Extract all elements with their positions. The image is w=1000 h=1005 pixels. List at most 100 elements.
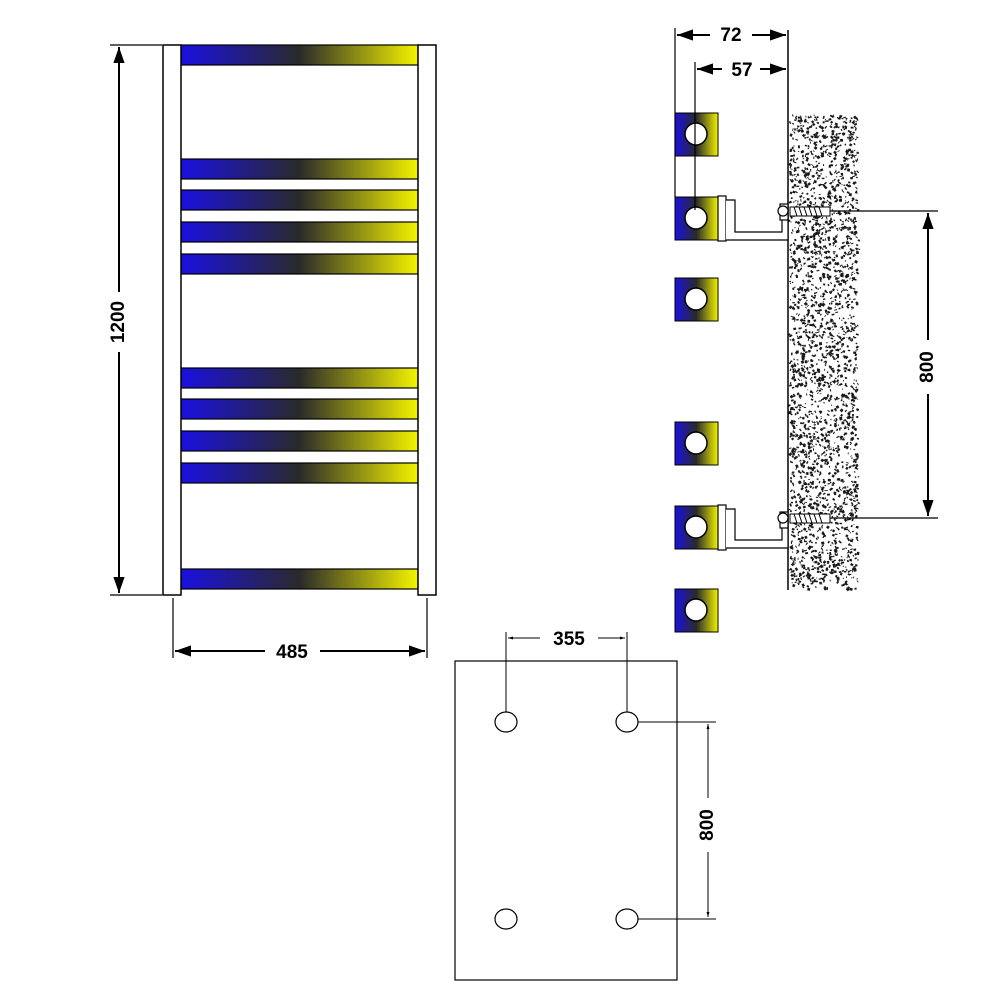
- wall-speckle-dot: [809, 495, 812, 498]
- wall-speckle-dot: [810, 398, 814, 401]
- wall-speckle-dot: [798, 227, 799, 230]
- wall-speckle-dot: [816, 485, 819, 488]
- wall-speckle-dot: [834, 147, 838, 151]
- wall-speckle-dot: [791, 577, 794, 580]
- wall-speckle-dot: [803, 296, 807, 300]
- wall-speckle-dot: [850, 385, 854, 389]
- wall-speckle-dot: [804, 552, 809, 555]
- wall-speckle-dot: [813, 421, 816, 424]
- wall-speckle-dot: [847, 268, 850, 270]
- wall-speckle-dot: [829, 389, 832, 392]
- wall-speckle-dot: [814, 252, 817, 256]
- wall-speckle-dot: [793, 327, 797, 331]
- wall-speckle-dot: [838, 486, 841, 490]
- wall-speckle-dot: [855, 236, 859, 239]
- wall-speckle-dot: [813, 323, 815, 326]
- wall-speckle-dot: [801, 583, 805, 587]
- wall-speckle-dot: [831, 258, 834, 261]
- wall-speckle-dot: [818, 528, 822, 531]
- wall-speckle-dot: [833, 471, 837, 475]
- wall-speckle-dot: [832, 114, 835, 118]
- wall-speckle-dot: [818, 557, 822, 560]
- wall-speckle-dot: [821, 292, 826, 296]
- wall-speckle-dot: [839, 417, 842, 421]
- wall-speckle-dot: [827, 306, 832, 311]
- wall-speckle-dot: [817, 250, 820, 253]
- wall-speckle-dot: [850, 177, 853, 180]
- wall-speckle-dot: [796, 203, 799, 205]
- wall-speckle-dot: [841, 465, 844, 469]
- wall-speckle-dot: [843, 225, 847, 230]
- wall-speckle-dot: [814, 309, 818, 313]
- wall-speckle-dot: [825, 449, 828, 452]
- wall-speckle-dot: [790, 364, 795, 369]
- wall-speckle-dot: [831, 345, 834, 348]
- wall-speckle-dot: [789, 503, 792, 507]
- wall-speckle-dot: [845, 404, 849, 408]
- wall-speckle-dot: [840, 326, 844, 329]
- wall-speckle-dot: [847, 359, 851, 363]
- wall-speckle-dot: [847, 529, 850, 531]
- wall-speckle-dot: [794, 581, 797, 584]
- wall-speckle-dot: [805, 495, 808, 498]
- wall-speckle-dot: [826, 560, 830, 563]
- wall-speckle-dot: [854, 138, 858, 141]
- wall-speckle-dot: [855, 379, 857, 382]
- wall-speckle-dot: [842, 289, 846, 292]
- wall-speckle-dot: [833, 518, 837, 521]
- wall-speckle-dot: [844, 195, 847, 198]
- wall-speckle-dot: [812, 122, 816, 127]
- wall-speckle-dot: [849, 490, 854, 495]
- wall-speckle-dot: [793, 261, 797, 264]
- wall-speckle-dot: [816, 329, 820, 331]
- wall-speckle-dot: [851, 393, 854, 396]
- wall-speckle-dot: [814, 555, 819, 560]
- wall-speckle-dot: [842, 501, 846, 505]
- wall-speckle-dot: [794, 178, 797, 181]
- wall-speckle-dot: [793, 157, 795, 161]
- wall-speckle-dot: [852, 254, 855, 257]
- wall-speckle-dot: [789, 191, 793, 195]
- wall-speckle-dot: [837, 126, 840, 129]
- wall-speckle-dot: [842, 561, 845, 564]
- wall-speckle-dot: [793, 358, 796, 361]
- wall-speckle-dot: [811, 228, 815, 232]
- wall-speckle-dot: [829, 290, 833, 294]
- wall-speckle-dot: [795, 545, 798, 549]
- wall-speckle-dot: [795, 525, 798, 529]
- wall-speckle-dot: [789, 148, 793, 153]
- wall-speckle-dot: [793, 131, 796, 134]
- wall-speckle-dot: [817, 423, 820, 425]
- wall-speckle-dot: [833, 170, 837, 174]
- wall-speckle-dot: [828, 204, 832, 207]
- wall-speckle-dot: [834, 295, 838, 298]
- wall-speckle-dot: [799, 462, 802, 465]
- wall-speckle-dot: [829, 318, 834, 322]
- wall-speckle-dot: [831, 555, 835, 558]
- wall-speckle-dot: [821, 200, 826, 205]
- wall-speckle-dot: [854, 458, 858, 461]
- rail-section-bore: [684, 122, 708, 146]
- wall-speckle-dot: [801, 286, 804, 290]
- wall-speckle-dot: [828, 442, 830, 446]
- wall-speckle-dot: [840, 555, 843, 558]
- wall-speckle-dot: [828, 195, 832, 199]
- wall-speckle-dot: [810, 299, 814, 302]
- wall-speckle-dot: [835, 185, 838, 188]
- wall-speckle-dot: [849, 247, 853, 252]
- wall-speckle-dot: [803, 233, 807, 236]
- wall-speckle-dot: [834, 124, 839, 129]
- wall-speckle-dot: [845, 163, 849, 166]
- wall-speckle-dot: [812, 437, 815, 440]
- wall-speckle-dot: [823, 418, 827, 422]
- wall-speckle-dot: [841, 548, 845, 550]
- wall-speckle-dot: [846, 363, 849, 367]
- wall-speckle-dot: [817, 174, 819, 177]
- wall-speckle-dot: [814, 251, 818, 253]
- wall-speckle-dot: [794, 200, 797, 202]
- wall-speckle-dot: [849, 237, 852, 241]
- wall-speckle-dot: [795, 465, 799, 468]
- wall-speckle-dot: [803, 136, 807, 140]
- wall-speckle-dot: [791, 147, 794, 150]
- wall-speckle-dot: [795, 176, 797, 178]
